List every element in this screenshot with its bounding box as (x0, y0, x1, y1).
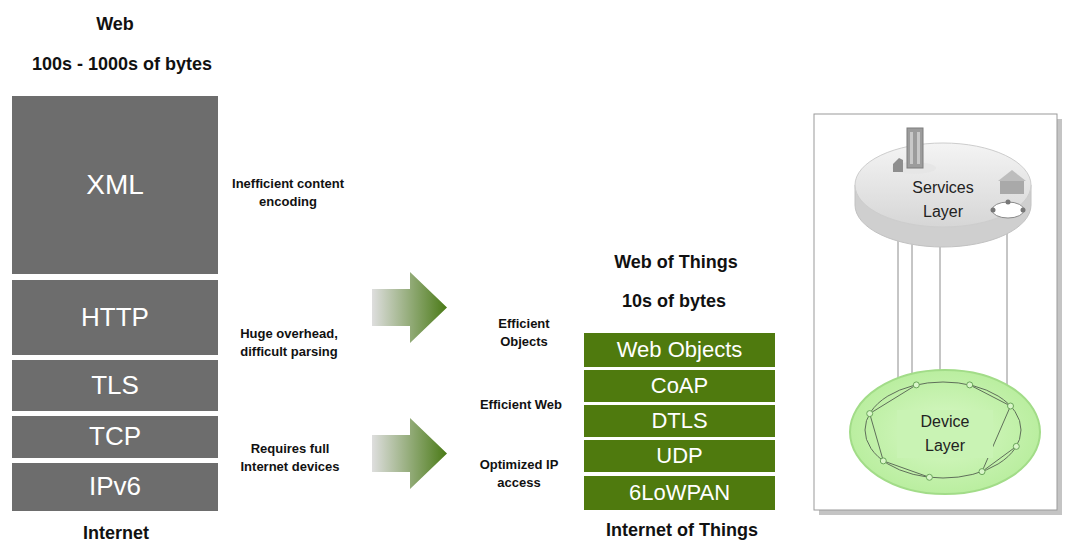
text-holder: Services Layer (852, 176, 1034, 224)
connector-line (940, 247, 941, 370)
text-holder: DTLS (651, 408, 707, 433)
text-holder: UDP (656, 443, 702, 468)
transition-arrow (372, 418, 447, 489)
web-stack-box: TLS (12, 360, 218, 411)
annotation-text: Web (55, 13, 175, 35)
layer-name: Services Layer (898, 176, 988, 224)
services-layer-disk: Services Layer (852, 140, 1034, 252)
annotation-text: 100s - 1000s of bytes (0, 53, 252, 75)
iot-stack-box: DTLS (584, 405, 775, 437)
iot-stack-box: Web Objects (584, 333, 775, 367)
device-layer-disk: Device Layer (848, 368, 1042, 496)
text-holder: HTTP (81, 303, 149, 333)
layer-name: TCP (89, 422, 141, 452)
web-stack-box: TCP (12, 416, 218, 458)
text-holder: 6LoWPAN (629, 480, 730, 505)
text-holder: CoAP (651, 373, 708, 398)
annotation-text: Requires full Internet devices (225, 440, 355, 476)
connector-line (1007, 234, 1008, 385)
text-holder: IPv6 (89, 472, 141, 502)
text-holder: TCP (89, 422, 141, 452)
layer-name: DTLS (651, 408, 707, 433)
layer-name: TLS (91, 371, 139, 401)
layer-name: Web Objects (617, 337, 743, 362)
text-holder: Web Objects (617, 337, 743, 362)
annotation-text: Efficient Web (461, 396, 581, 414)
layer-name: Device Layer (897, 410, 993, 458)
web-stack-box: XML (12, 96, 218, 274)
layer-name: XML (86, 169, 144, 201)
annotation-text: 10s of bytes (574, 290, 774, 312)
iot-stack-box: UDP (584, 440, 775, 472)
annotation-text: Efficient Objects (482, 315, 567, 351)
layer-name: CoAP (651, 373, 708, 398)
layer-name: 6LoWPAN (629, 480, 730, 505)
transition-arrow (372, 272, 447, 343)
web-stack-box: IPv6 (12, 463, 218, 511)
layer-name: UDP (656, 443, 702, 468)
annotation-text: Web of Things (576, 251, 776, 273)
annotation-text: Internet of Things (572, 519, 792, 541)
web-stack-box: HTTP (12, 280, 218, 355)
layer-name: HTTP (81, 303, 149, 333)
layers-panel (814, 114, 1057, 510)
iot-stack-box: CoAP (584, 370, 775, 402)
connector-line (898, 241, 899, 378)
connector-line (912, 244, 913, 374)
annotation-text: Inefficient content encoding (213, 175, 363, 211)
text-holder: XML (86, 169, 144, 201)
annotation-text: Internet (46, 522, 186, 544)
annotation-text: Optimized IP access (469, 456, 569, 492)
iot-stack-box: 6LoWPAN (584, 476, 775, 510)
annotation-text: Huge overhead, difficult parsing (222, 325, 357, 361)
text-holder: Device Layer (848, 410, 1042, 458)
layer-name: IPv6 (89, 472, 141, 502)
text-holder: TLS (91, 371, 139, 401)
